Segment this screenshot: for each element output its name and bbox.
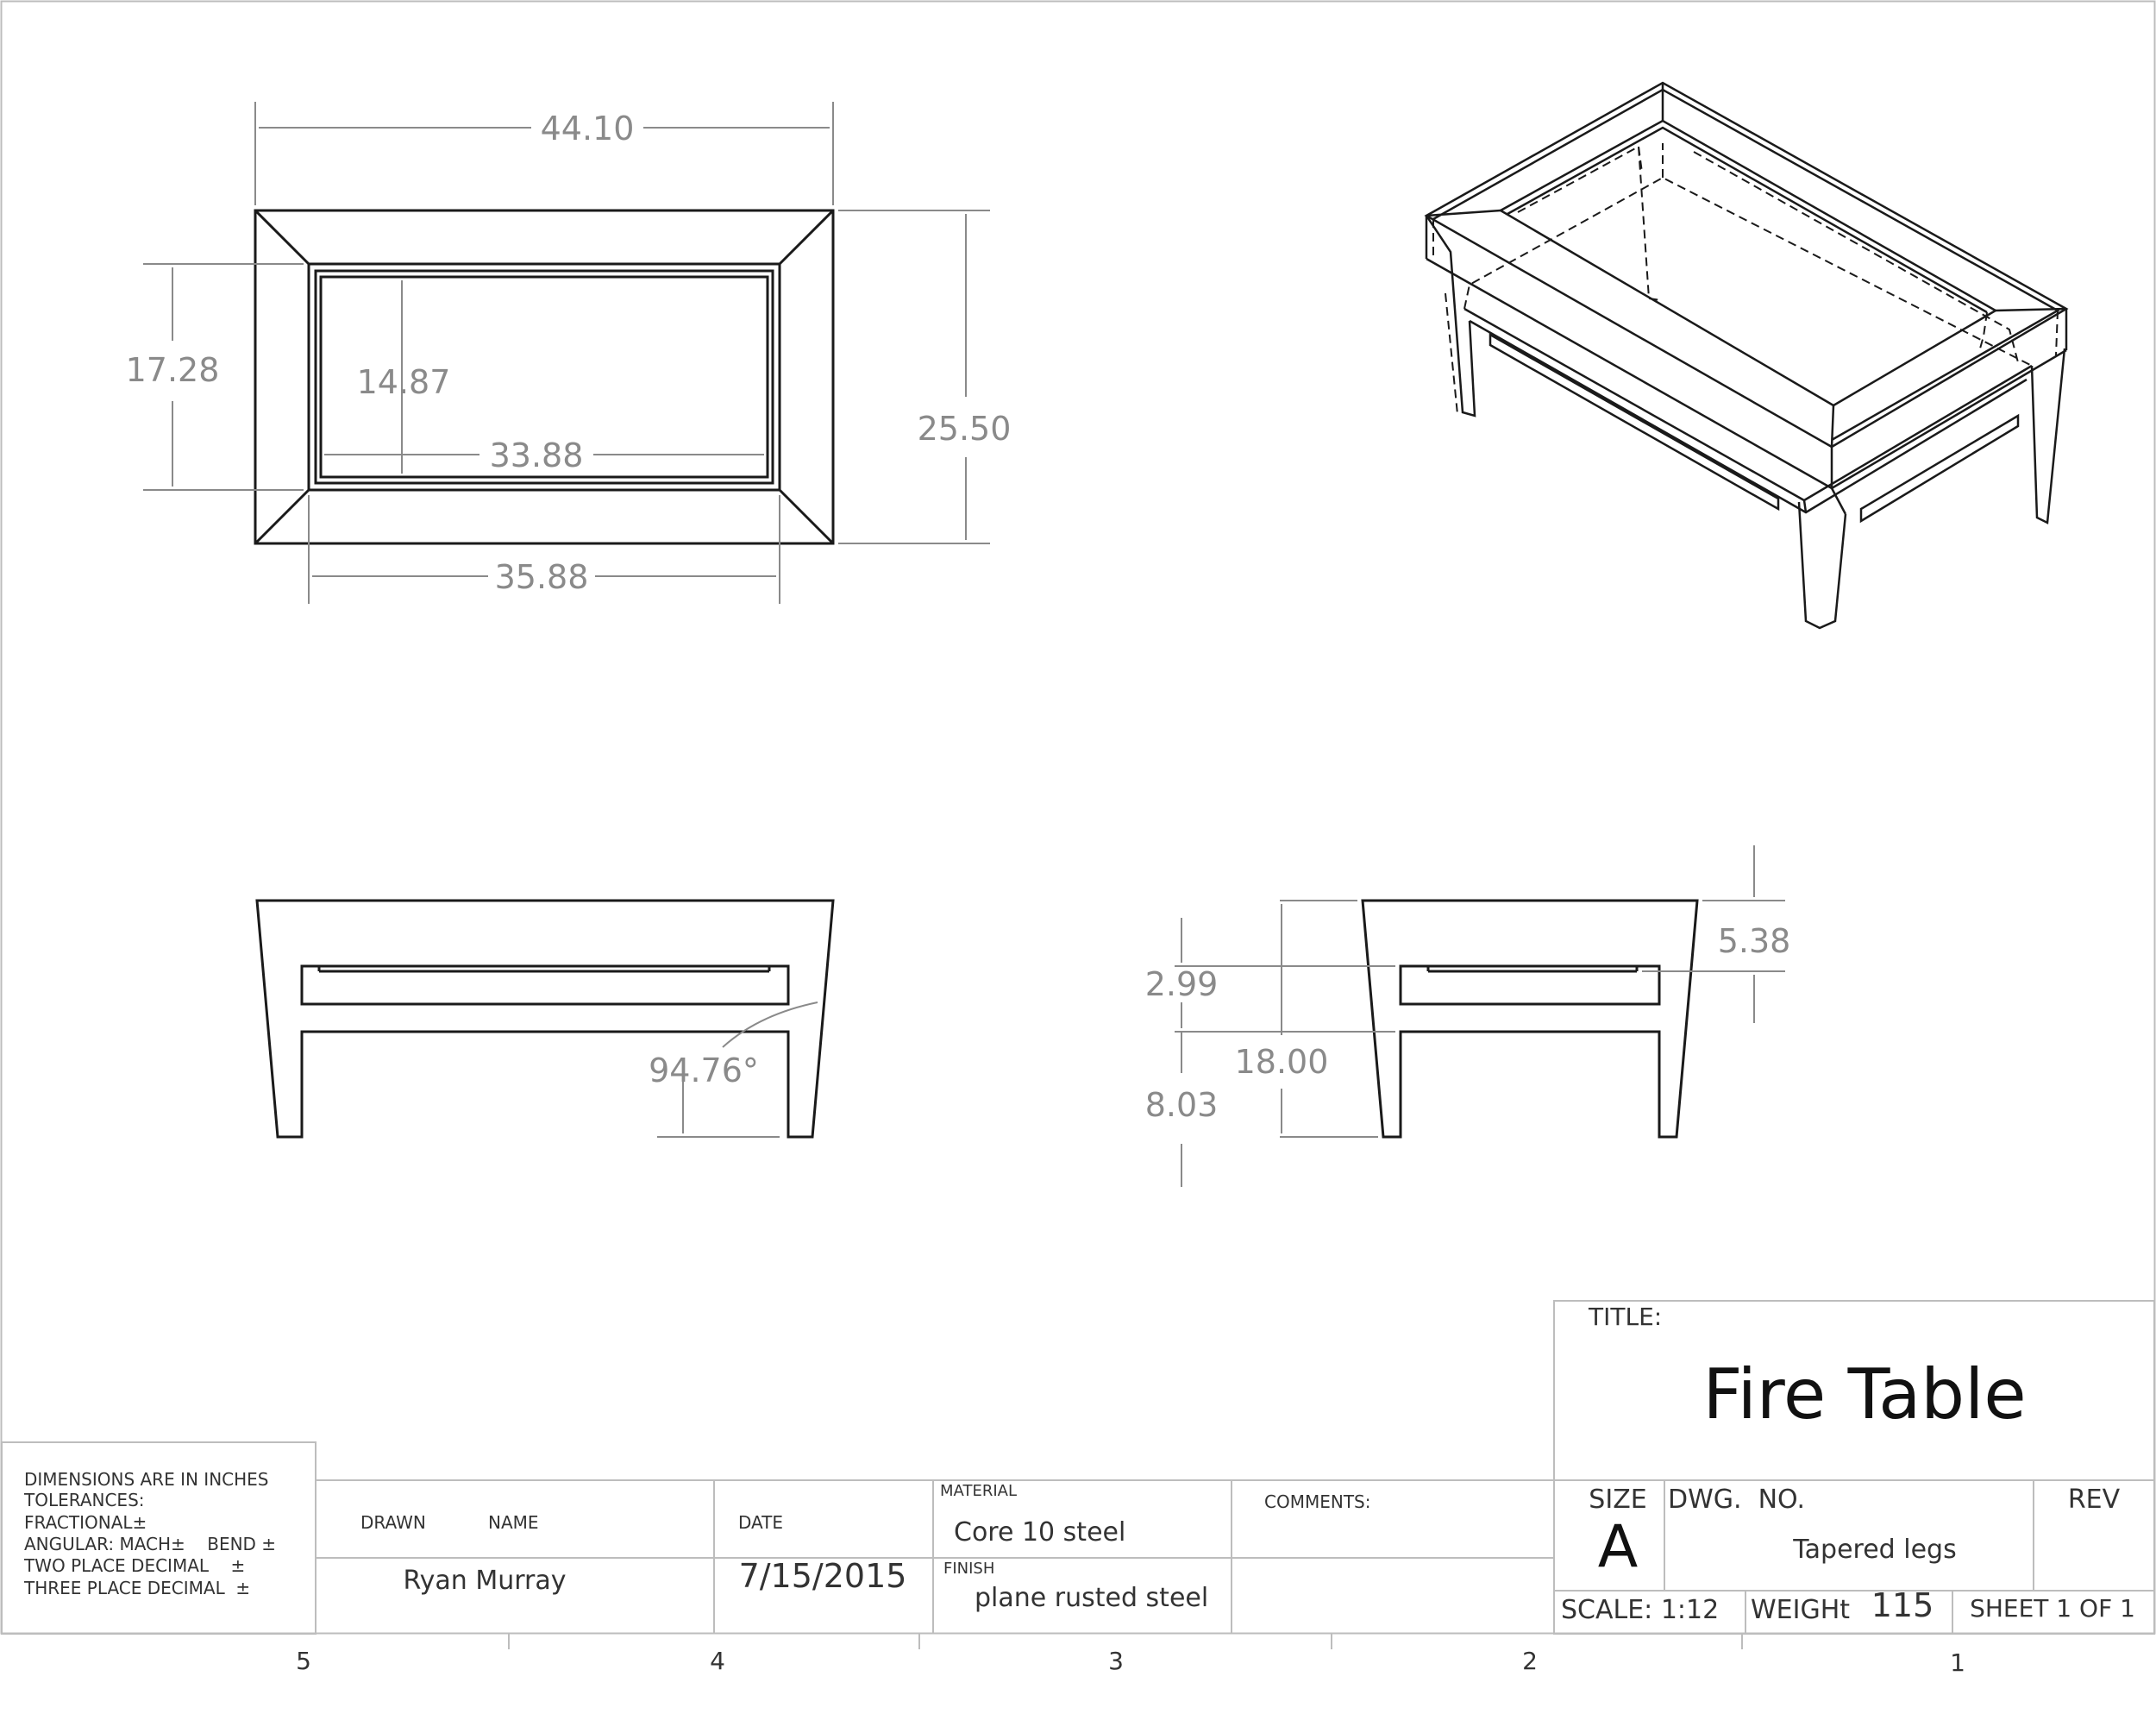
- zone-number: 1: [1950, 1648, 1965, 1677]
- dim-side-top-thickness: 5.38: [1718, 922, 1791, 960]
- sheet-border: [0, 0, 2156, 1635]
- dim-leg-angle: 94.76°: [649, 1052, 759, 1089]
- drawn-label: DRAWN: [360, 1512, 426, 1533]
- title-label: TITLE:: [1588, 1303, 1662, 1331]
- zone-number: 2: [1522, 1647, 1538, 1675]
- zone-number: 4: [710, 1647, 725, 1675]
- front-view-angle-dimension: [657, 1001, 818, 1138]
- front-view: [255, 899, 835, 1139]
- zone-ticks: [508, 1634, 1743, 1649]
- comments-label: COMMENTS:: [1264, 1491, 1370, 1512]
- material-label: MATERIAL: [940, 1482, 1017, 1500]
- rev-label: REV: [2068, 1485, 2121, 1515]
- weight-label: WEIGHt: [1751, 1595, 1850, 1625]
- dim-top-overall-width: 44.10: [541, 110, 635, 148]
- sheet-value: SHEET 1 OF 1: [1970, 1594, 2135, 1623]
- dim-top-inner-height: 17.28: [126, 351, 220, 389]
- date-label: DATE: [738, 1512, 783, 1533]
- top-view: [254, 209, 835, 545]
- finish-label: FINISH: [943, 1560, 994, 1578]
- notes-line-6: THREE PLACE DECIMAL ±: [23, 1578, 250, 1598]
- zone-number: 3: [1108, 1647, 1124, 1675]
- drawing-title: Fire Table: [1702, 1354, 2026, 1435]
- notes-line-2: TOLERANCES:: [23, 1490, 145, 1510]
- dim-top-inner-width: 35.88: [495, 558, 589, 596]
- dim-top-opening-height: 14.87: [357, 363, 451, 401]
- dim-top-overall-depth: 25.50: [918, 410, 1012, 448]
- dwg-no-value: Tapered legs: [1792, 1535, 1956, 1565]
- title-block-lines: [1, 1300, 2155, 1635]
- drawn-by-value: Ryan Murray: [403, 1566, 566, 1596]
- zone-number: 5: [296, 1647, 311, 1675]
- size-value: A: [1598, 1513, 1639, 1581]
- dim-side-upper-gap: 2.99: [1145, 965, 1219, 1003]
- dim-side-lower-clearance: 8.03: [1145, 1086, 1219, 1124]
- isometric-view: [1424, 81, 2069, 630]
- side-view: [1361, 899, 1699, 1139]
- dim-side-height: 18.00: [1235, 1043, 1329, 1081]
- scale-value: SCALE: 1:12: [1561, 1595, 1719, 1625]
- dwg-no-label: DWG. NO.: [1668, 1485, 1805, 1515]
- top-view-dimensions: [143, 102, 990, 604]
- dim-top-opening-width: 33.88: [490, 436, 584, 474]
- notes-line-3: FRACTIONAL±: [24, 1512, 147, 1533]
- tolerance-notes: DIMENSIONS ARE IN INCHES TOLERANCES: FRA…: [23, 1469, 276, 1598]
- notes-line-1: DIMENSIONS ARE IN INCHES: [24, 1469, 269, 1490]
- isometric-hidden-lines: [1432, 143, 2059, 415]
- side-view-dimensions: [1175, 845, 1785, 1187]
- material-value: Core 10 steel: [954, 1517, 1125, 1548]
- size-label: SIZE: [1589, 1485, 1646, 1515]
- notes-line-4: ANGULAR: MACH± BEND ±: [24, 1534, 276, 1554]
- notes-line-5: TWO PLACE DECIMAL ±: [23, 1555, 245, 1576]
- date-value: 7/15/2015: [739, 1557, 907, 1595]
- weight-value: 115: [1871, 1586, 1934, 1624]
- finish-value: plane rusted steel: [975, 1583, 1208, 1613]
- name-label: NAME: [488, 1512, 539, 1533]
